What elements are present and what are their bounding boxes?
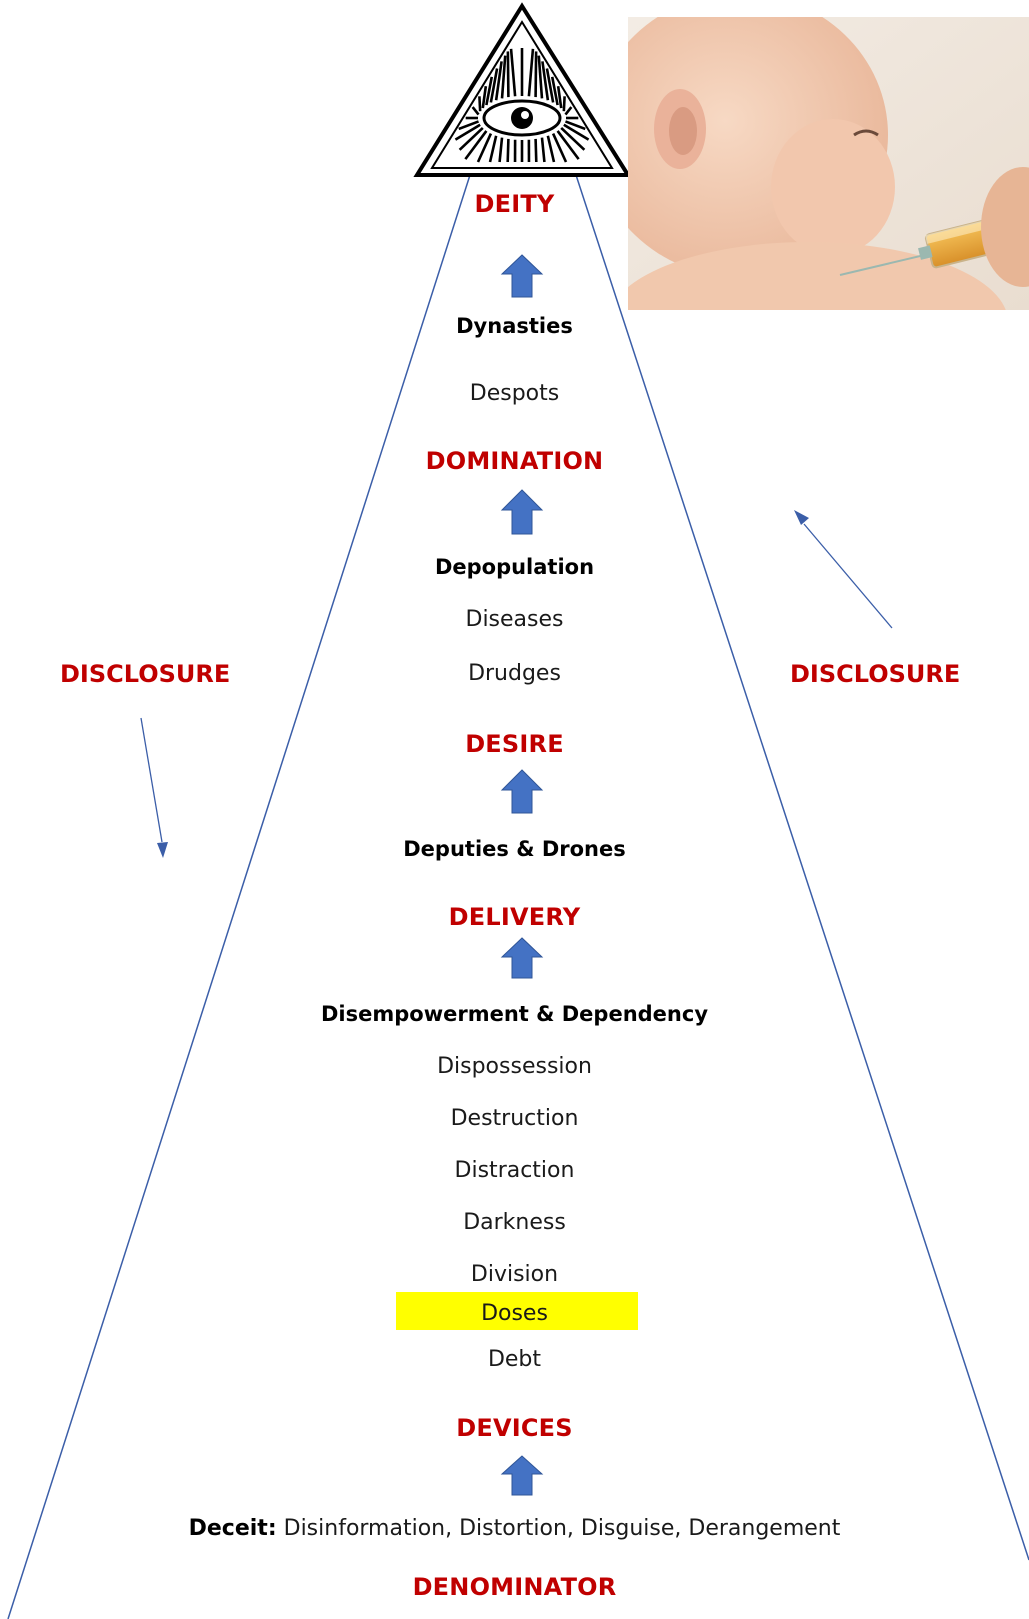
label-division: Division xyxy=(470,1262,559,1287)
label-distraction: Distraction xyxy=(454,1158,575,1183)
up-arrow-icon xyxy=(500,254,544,298)
eye-ray xyxy=(454,123,481,141)
eye-ray xyxy=(485,76,494,106)
eye-ray xyxy=(534,51,538,98)
label-darkness: Darkness xyxy=(463,1210,566,1235)
label-drudges: Drudges xyxy=(468,661,561,686)
eye-ray xyxy=(540,137,546,163)
eye-ray xyxy=(560,127,586,151)
eye-ray xyxy=(509,48,517,97)
eye-ray xyxy=(545,68,555,103)
disclosure-arrow-down-icon xyxy=(140,717,168,858)
eye-ray xyxy=(564,120,586,131)
eye-ray xyxy=(488,135,498,163)
all-seeing-eye-triangle-icon xyxy=(413,2,632,177)
disclosure-left: DISCLOSURE xyxy=(60,660,231,688)
label-disempowerment: Disempowerment & Dependency xyxy=(320,1002,709,1026)
eye-ray xyxy=(498,137,504,163)
disclosure-arrow-up-icon xyxy=(794,510,893,629)
eye-ray xyxy=(556,130,580,160)
eye-ray xyxy=(500,55,507,99)
eye-ray xyxy=(476,133,493,163)
label-delivery: DELIVERY xyxy=(448,903,581,931)
pyramid-left-edge xyxy=(7,174,471,1619)
deceit-label: Deceit xyxy=(188,1516,268,1541)
label-diseases: Diseases xyxy=(465,607,564,632)
eye-ray xyxy=(541,61,550,101)
pyramid-right-edge xyxy=(575,174,1029,1561)
label-depopulation: Depopulation xyxy=(434,555,595,579)
disclosure-right: DISCLOSURE xyxy=(790,660,961,688)
label-dispossession: Dispossession xyxy=(437,1054,592,1079)
label-debt: Debt xyxy=(487,1347,542,1372)
eye-ray xyxy=(506,51,510,98)
eye-ray xyxy=(481,86,488,109)
eye-ray xyxy=(551,133,568,163)
eye-ray xyxy=(556,86,563,109)
baby-syringe-photo xyxy=(628,17,1029,310)
eye-ray xyxy=(494,61,503,101)
up-arrow-icon xyxy=(500,769,544,814)
label-deputies: Deputies & Drones xyxy=(403,837,626,861)
eye-ray xyxy=(464,130,488,160)
eye-ray xyxy=(563,123,590,141)
eye-ray xyxy=(537,55,544,99)
eye-ray xyxy=(489,68,499,103)
label-desire: DESIRE xyxy=(465,730,564,758)
up-arrow-icon xyxy=(500,937,544,979)
eye-ray xyxy=(458,127,484,151)
label-domination: DOMINATION xyxy=(425,447,604,475)
label-dynasties: Dynasties xyxy=(456,314,573,338)
label-denominator: DENOMINATOR xyxy=(412,1573,617,1601)
eye-ray xyxy=(546,135,556,163)
label-devices: DEVICES xyxy=(456,1414,573,1442)
eye-ray xyxy=(471,106,480,116)
label-destruction: Destruction xyxy=(450,1106,579,1131)
eye-ray xyxy=(550,76,559,106)
deceit-line: Deceit: Disinformation, Distortion, Disg… xyxy=(188,1516,841,1541)
up-arrow-icon xyxy=(500,1455,544,1496)
up-arrow-icon xyxy=(500,489,544,535)
eye-ray xyxy=(527,48,535,97)
label-deity: DEITY xyxy=(474,190,555,218)
eye-ray xyxy=(562,96,566,112)
label-doses: Doses xyxy=(481,1301,548,1326)
eye-ray xyxy=(534,138,538,163)
label-despots: Despots xyxy=(469,381,560,406)
deceit-items: Disinformation, Distortion, Disguise, De… xyxy=(283,1516,841,1541)
eye-ray xyxy=(506,138,510,163)
eye-ray xyxy=(564,106,573,116)
eye-ray xyxy=(458,120,480,131)
eye-ray xyxy=(478,96,482,112)
doses-highlight xyxy=(396,1292,638,1330)
